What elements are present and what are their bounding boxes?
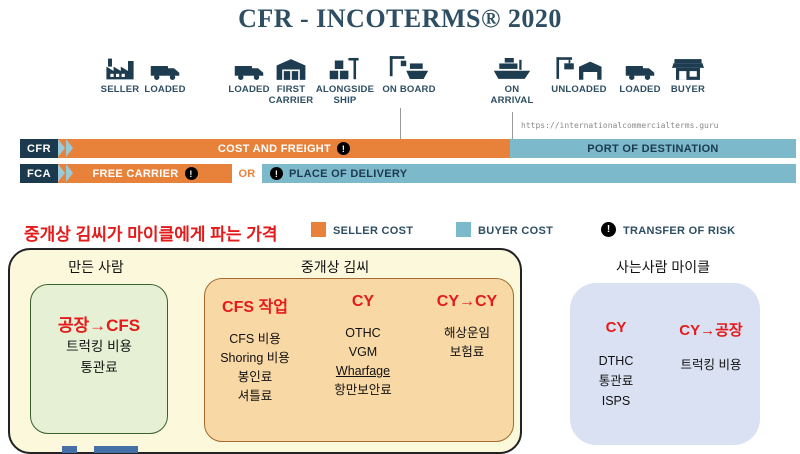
stage-label: ON BOARD [382,84,436,95]
maker-title: 만든 사람 [68,259,124,275]
stage-label: LOADED [144,84,186,95]
risk-connector-line [512,112,513,139]
cost-item: 보험료 [449,345,485,359]
cfr-code-label: CFR [20,139,58,158]
chevron-right-icon [58,164,65,182]
fca-or-label: OR [232,164,262,183]
crane-warehouse-icon [553,46,605,82]
risk-connector-line [400,108,401,139]
buyer-title: 사는사람 마이클 [615,259,711,275]
segment-label: COST AND FREIGHT [217,142,332,155]
cost-item: DTHC [598,354,634,368]
cost-item: Wharfage [335,364,391,378]
segment-label: FREE CARRIER [92,167,179,180]
stage-label: UNLOADED [551,84,607,95]
seller-cost-swatch [311,222,326,237]
cost-item: VGM [348,345,378,359]
transfer-of-risk-label: TRANSFER OF RISK [623,225,736,237]
cost-item: OTHC [345,326,381,340]
cost-item: 트럭킹 비용 [680,358,742,372]
fca-bar: FCA FREE CARRIER ! OR ! PLACE OF DELIVER… [20,164,796,183]
fca-seller-segment: FREE CARRIER ! [58,164,232,183]
stage-label: SELLER [100,84,140,95]
truck-icon [150,46,180,82]
buyer-cost-label: BUYER COST [478,225,554,237]
column-heading: CY→CY [436,293,498,310]
stage-label: LOADED [619,84,661,95]
truck-icon [625,46,655,82]
middleman-column-cy-cy: CY→CY 해상운임 보험료 [421,279,513,441]
ship-loading-icon [388,46,430,82]
cost-item: 통관료 [80,360,118,375]
cost-item: 셔틀료 [237,389,273,403]
stage-seller: SELLER [88,46,152,96]
fca-buyer-segment: ! PLACE OF DELIVERY [262,164,796,183]
cost-item: 트럭킹 비용 [66,339,132,354]
maker-card: 공장→CFS 트럭킹 비용 통관료 [30,284,168,434]
middleman-price-note: 중개상 김씨가 마이클에게 파는 가격 [24,225,278,244]
chevron-right-icon [58,139,65,157]
warehouse-icon [275,46,307,82]
maker-card-heading: 공장→CFS [57,316,141,335]
cropped-artifact [94,446,138,453]
transfer-of-risk-icon: ! [184,167,198,180]
or-text: OR [238,167,256,180]
chevron-right-icon [66,164,73,182]
stage-loaded-1: LOADED [133,46,197,96]
middleman-title: 중개상 김씨 [300,259,370,275]
middleman-column-cfs: CFS 작업 CFS 비용 Shoring 비용 봉인료 셔틀료 [205,279,305,441]
buyer-column-cy: CY DTHC 통관료 ISPS [570,283,662,445]
store-icon [672,46,704,82]
column-heading: CY [605,319,627,336]
segment-label: PORT OF DESTINATION [587,142,719,155]
cost-item: ISPS [601,394,631,408]
stage-loaded-3: LOADED [608,46,672,96]
column-heading: CY→공장 [679,322,743,339]
cfr-buyer-segment: PORT OF DESTINATION [510,139,796,158]
buyer-cost-swatch [456,222,471,237]
page-title: CFR - INCOTERMS® 2020 [238,4,562,33]
cost-item: 봉인료 [237,370,273,384]
ship-icon [492,46,532,82]
stage-label: FIRST CARRIER [268,84,314,106]
cropped-artifact [62,446,77,453]
stage-on-arrival: ON ARRIVAL [480,46,544,107]
cfr-bar: CFR COST AND FREIGHT ! PORT OF DESTINATI… [20,139,796,158]
transfer-of-risk-icon: ! [270,167,283,180]
stage-alongside-ship: ALONGSIDE SHIP [313,46,377,107]
transfer-of-risk-icon: ! [601,222,616,237]
factory-icon [104,46,136,82]
transfer-of-risk-icon: ! [337,142,351,155]
cost-item: 항만보안료 [334,383,392,397]
fca-code-label: FCA [20,164,58,183]
seller-cost-label: SELLER COST [333,225,414,237]
stage-loaded-2: LOADED [217,46,281,96]
middleman-column-cy: CY OTHC VGM Wharfage 항만보안료 [305,279,421,441]
stage-unloaded: UNLOADED [547,46,611,96]
cfr-seller-segment: COST AND FREIGHT ! [58,139,510,158]
cost-item: 통관료 [598,374,634,388]
cost-item: 해상운임 [443,326,490,340]
cargo-crane-icon [328,46,362,82]
cost-item: Shoring 비용 [220,351,290,365]
buyer-column-cy-factory: CY→공장 트럭킹 비용 [662,283,760,445]
stage-buyer: BUYER [656,46,720,96]
stage-first-carrier: FIRST CARRIER [259,46,323,107]
middleman-card: CFS 작업 CFS 비용 Shoring 비용 봉인료 셔틀료 CY OTHC… [204,278,514,442]
segment-label: PLACE OF DELIVERY [289,167,408,180]
cost-item: CFS 비용 [229,332,281,346]
stage-label: ALONGSIDE SHIP [315,84,375,106]
chevron-right-icon [66,139,73,157]
stage-label: ON ARRIVAL [490,84,534,106]
buyer-card: CY DTHC 통관료 ISPS CY→공장 트럭킹 비용 [570,283,760,445]
column-heading: CY [351,293,375,310]
column-heading: CFS 작업 [222,299,288,316]
stage-label: BUYER [670,84,706,95]
stage-on-board: ON BOARD [377,46,441,96]
source-url: https://internationalcommercialterms.gur… [521,121,719,130]
stage-label: LOADED [228,84,270,95]
